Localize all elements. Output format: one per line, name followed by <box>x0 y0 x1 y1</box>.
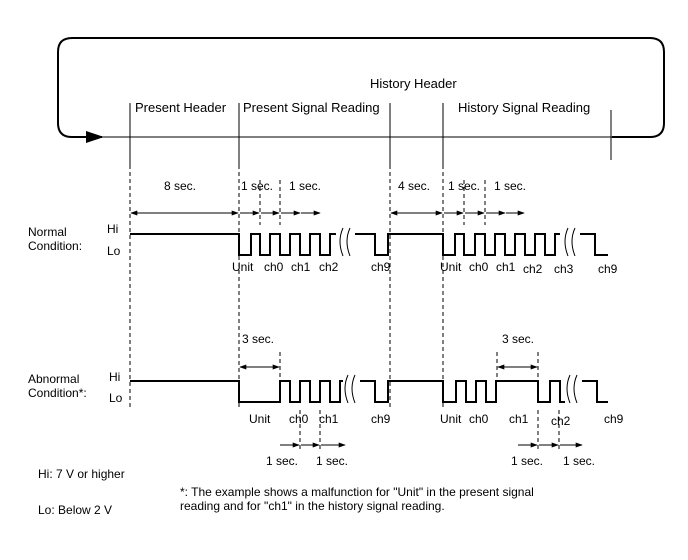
normal-label-h-ch9: ch9 <box>598 262 618 276</box>
footnote-line1: *: The example shows a malfunction for "… <box>180 485 534 499</box>
abnormal-label-ch0: ch0 <box>289 412 309 426</box>
normal-label-unit: Unit <box>232 260 254 274</box>
loop-arrowhead <box>86 131 104 143</box>
abnormal-bottom-1sec-4: 1 sec. <box>563 454 595 468</box>
normal-signal-wave-c <box>580 233 608 256</box>
normal-title-line2: Condition: <box>28 239 82 253</box>
abnormal-label-ch9: ch9 <box>371 412 391 426</box>
normal-label-ch0: ch0 <box>264 260 284 274</box>
legend-hi: Hi: 7 V or higher <box>38 467 125 481</box>
abnormal-label-h-ch0: ch0 <box>469 412 489 426</box>
abnormal-label-h-ch9: ch9 <box>604 412 624 426</box>
normal-label-h-ch1: ch1 <box>496 260 516 274</box>
footnote-line2: reading and for "ch1" in the history sig… <box>180 499 445 513</box>
normal-title-line1: Normal <box>28 225 67 239</box>
abnormal-label-h-ch2: ch2 <box>551 414 571 428</box>
normal-label-h-ch2: ch2 <box>523 262 543 276</box>
timing-label-4sec: 4 sec. <box>398 179 430 193</box>
normal-hi-label: Hi <box>107 222 118 236</box>
abnormal-label-h-unit: Unit <box>440 412 462 426</box>
history-loop <box>57 37 665 138</box>
normal-lo-label: Lo <box>107 244 121 258</box>
normal-break-1 <box>339 227 351 257</box>
timing-label-1sec-3: 1 sec. <box>448 179 480 193</box>
abnormal-gap-left-label: 3 sec. <box>242 332 274 346</box>
timing-label-1sec-2: 1 sec. <box>289 179 321 193</box>
abnormal-bottom-1sec-3: 1 sec. <box>511 454 543 468</box>
abnormal-label-unit: Unit <box>249 412 271 426</box>
timing-label-1sec-4: 1 sec. <box>494 179 526 193</box>
abnormal-gap-right-label: 3 sec. <box>502 332 534 346</box>
abnormal-label-ch1: ch1 <box>319 412 339 426</box>
abnormal-hi-label: Hi <box>109 370 120 384</box>
abnormal-signal-wave-b <box>360 380 565 403</box>
normal-label-h-ch3: ch3 <box>554 262 574 276</box>
legend-lo: Lo: Below 2 V <box>38 503 112 517</box>
normal-signal-wave-b <box>355 233 560 256</box>
normal-label-ch2: ch2 <box>319 260 339 274</box>
abnormal-bottom-1sec-1: 1 sec. <box>266 454 298 468</box>
timing-label-8sec: 8 sec. <box>164 179 196 193</box>
timing-label-1sec-1: 1 sec. <box>241 179 273 193</box>
abnormal-break-2 <box>566 374 578 404</box>
abnormal-signal-wave-a <box>130 380 343 403</box>
present-signal-reading-label: Present Signal Reading <box>243 100 380 115</box>
normal-label-h-unit: Unit <box>440 260 462 274</box>
history-header-label: History Header <box>370 76 457 91</box>
abnormal-title-line2: Condition*: <box>28 386 87 400</box>
abnormal-title-line1: Abnormal <box>28 372 79 386</box>
history-signal-reading-label: History Signal Reading <box>458 100 590 115</box>
abnormal-label-h-ch1: ch1 <box>509 412 529 426</box>
normal-break-2 <box>564 227 576 257</box>
normal-label-h-ch0: ch0 <box>469 260 489 274</box>
abnormal-signal-wave-c <box>582 380 608 403</box>
normal-label-ch1: ch1 <box>291 260 311 274</box>
normal-label-ch9: ch9 <box>371 260 391 274</box>
abnormal-bottom-1sec-2: 1 sec. <box>316 454 348 468</box>
present-header-label: Present Header <box>135 100 227 115</box>
normal-signal-wave-a <box>130 233 336 256</box>
abnormal-break-1 <box>344 374 356 404</box>
abnormal-lo-label: Lo <box>109 391 123 405</box>
